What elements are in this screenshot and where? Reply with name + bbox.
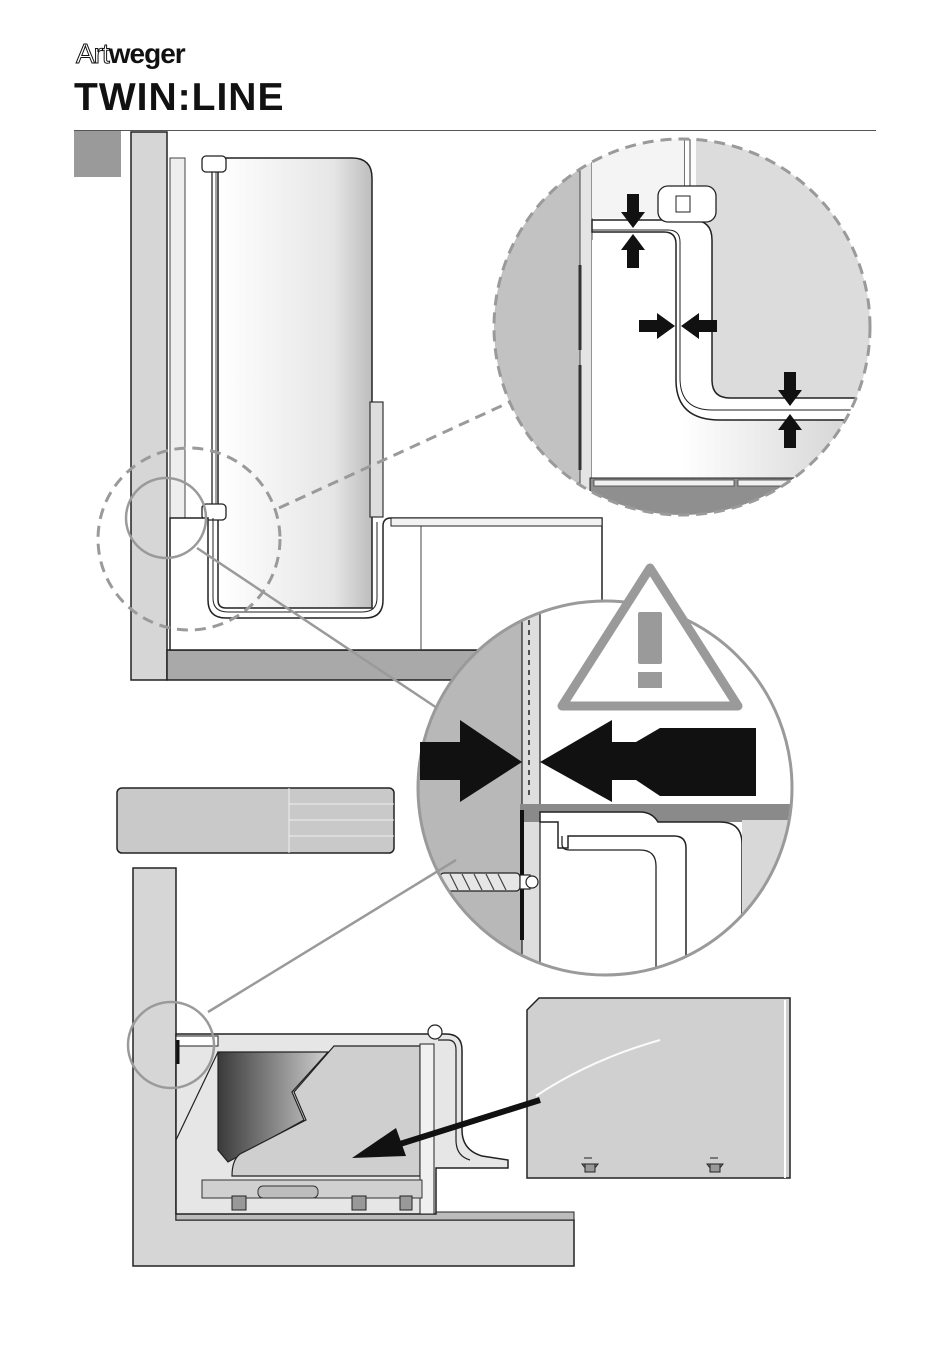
hinge-top	[202, 156, 226, 172]
top-detail-circle	[480, 130, 880, 530]
door-panel	[218, 158, 372, 608]
wall	[131, 132, 167, 680]
info-box	[117, 788, 394, 853]
wall-plug-icon	[440, 873, 538, 891]
door-handle	[370, 402, 383, 517]
